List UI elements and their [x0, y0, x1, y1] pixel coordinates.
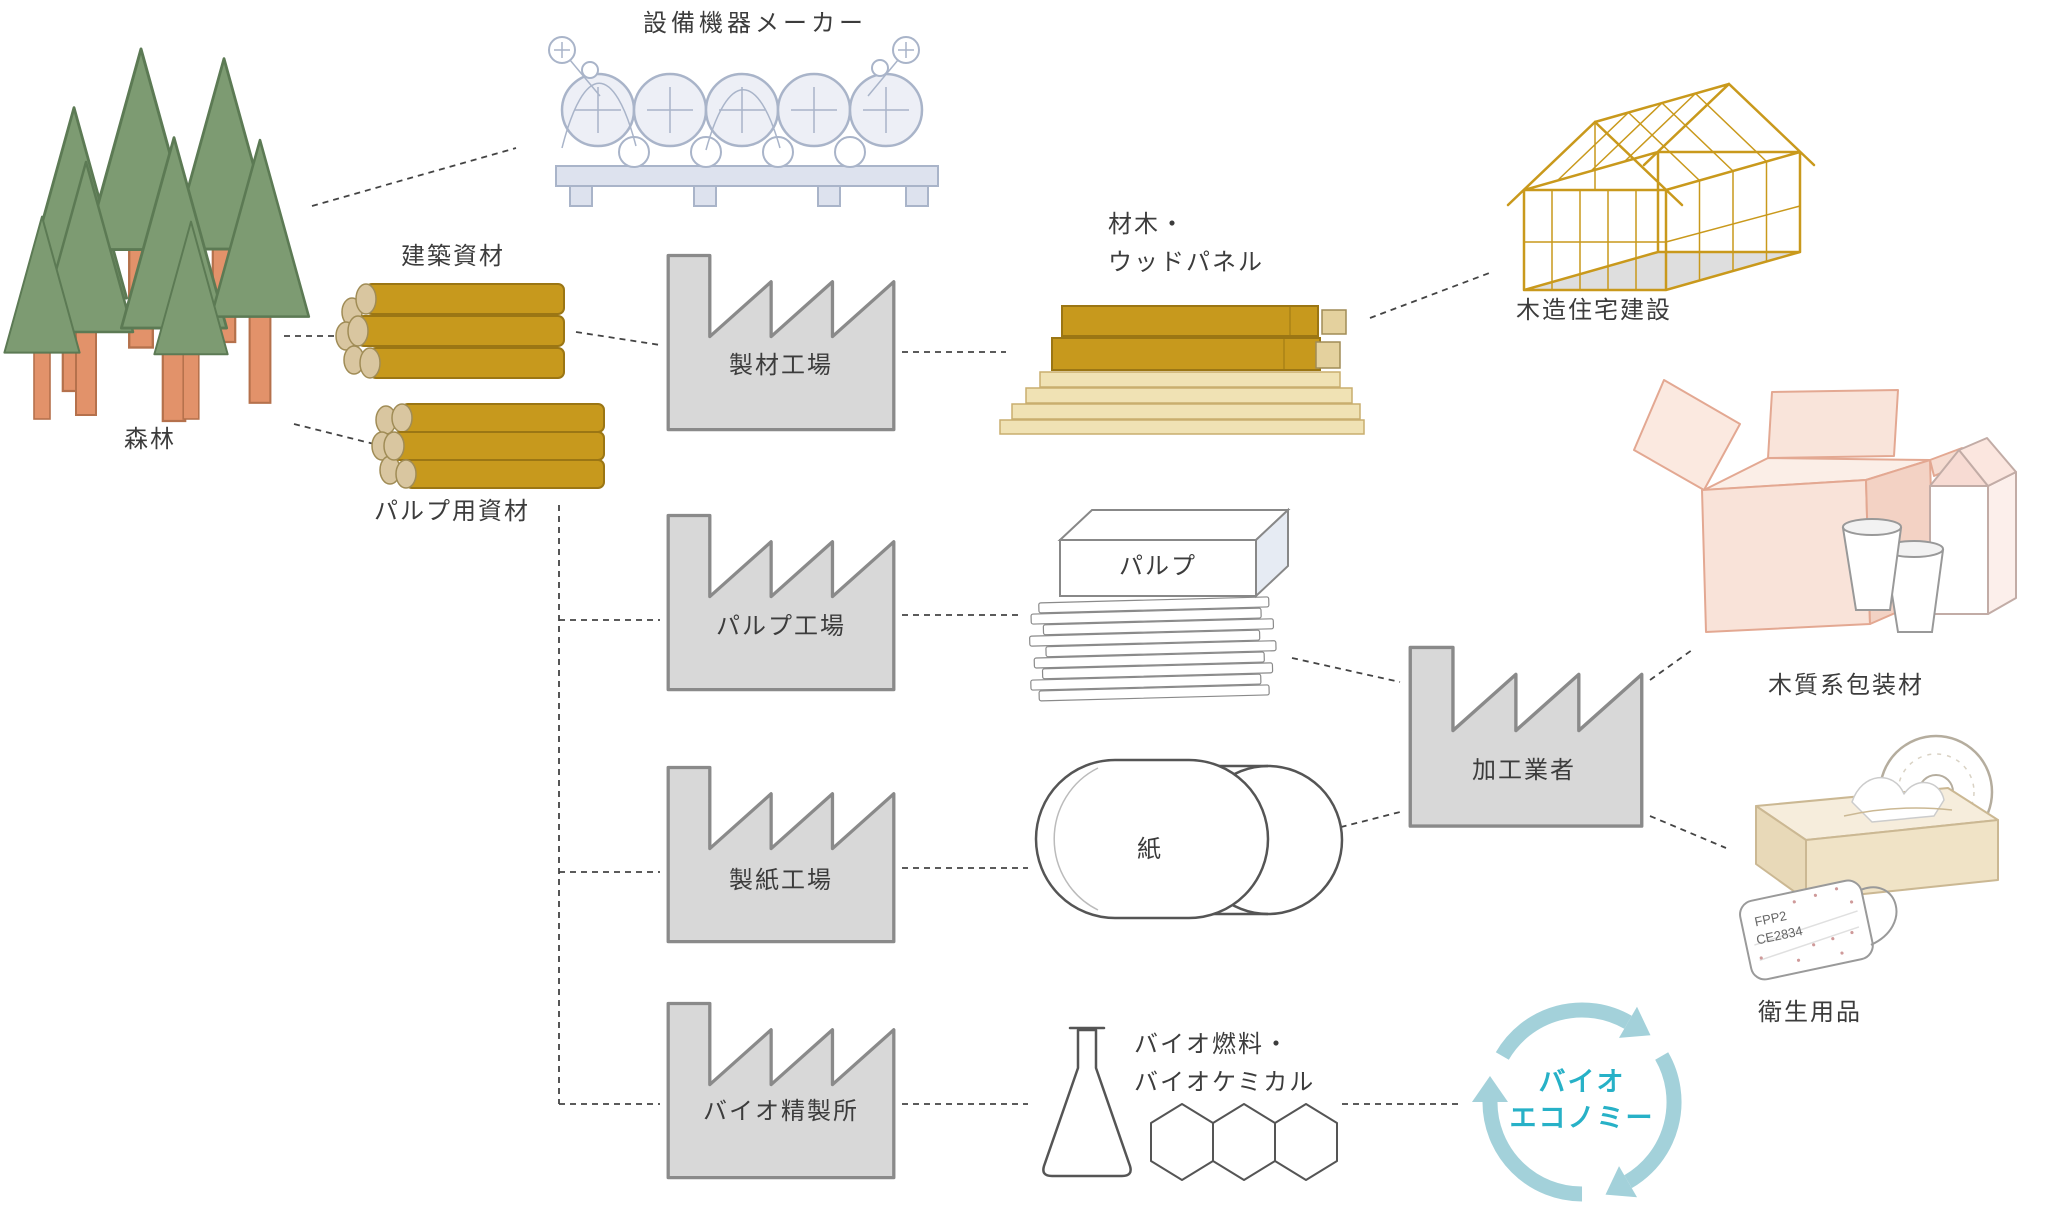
forest-label: 森林 [124, 426, 176, 453]
equipment-maker-label: 設備機器メーカー [643, 10, 867, 37]
bioeconomy-cycle-icon [1465, 1002, 1704, 1219]
paper-label: 紙 [1137, 836, 1163, 863]
bioeconomy-label: バイオ エコノミー [1510, 1064, 1655, 1136]
lumber-stack-icon [999, 305, 1365, 435]
machinery-icon [548, 36, 939, 207]
connector-line [1649, 649, 1693, 681]
sawmill-factory-icon [666, 253, 896, 432]
wooden-house-label: 木造住宅建設 [1516, 297, 1672, 324]
lumber-label-line2: ウッドパネル [1108, 249, 1264, 276]
lumber-label-line1: 材木・ [1108, 211, 1186, 238]
flask-icon [1042, 1026, 1132, 1178]
sawmill-label: 製材工場 [729, 352, 833, 379]
construction-logs-icon [335, 283, 565, 379]
biofuel-label-line2: バイオケミカル [1134, 1069, 1316, 1096]
sanitary-label: 衛生用品 [1758, 999, 1862, 1026]
biorefinery-factory-icon [666, 1001, 896, 1180]
pulp-label: パルプ [1119, 553, 1197, 580]
processor-label: 加工業者 [1472, 757, 1576, 784]
connector-line [311, 147, 517, 207]
connector-line [1369, 271, 1493, 319]
pulp-mill-label: パルプ工場 [716, 613, 846, 640]
pulp-mill-factory-icon [666, 513, 896, 692]
bioeconomy-label-line2: エコノミー [1509, 1103, 1655, 1133]
biofuel-label: バイオ燃料・ バイオケミカル [1134, 1026, 1315, 1102]
bioeconomy-label-line1: バイオ [1538, 1067, 1626, 1097]
tissue-box-icon [1755, 777, 1999, 901]
pulp-stack-icon [1029, 507, 1291, 702]
paper-mill-label: 製紙工場 [729, 867, 833, 894]
construction-materials-label: 建築資材 [401, 243, 505, 270]
connector-line [575, 331, 661, 346]
biofuel-label-line1: バイオ燃料・ [1134, 1031, 1290, 1058]
forest-icon [3, 47, 311, 423]
sanitary-icon: FPP2 CE2834 [1739, 734, 1999, 981]
connector-line [293, 423, 383, 447]
wood-packaging-label: 木質系包装材 [1768, 672, 1924, 699]
pulp-logs-icon [371, 403, 605, 489]
lumber-wood-panel-label: 材木・ ウッドパネル [1108, 206, 1264, 282]
biorefinery-label: バイオ精製所 [703, 1098, 859, 1125]
house-frame-icon [1506, 82, 1816, 292]
packaging-icon [1633, 379, 2017, 633]
mask-text-line1: FPP2 [1753, 908, 1788, 929]
pulp-materials-label: パルプ用資材 [374, 498, 530, 525]
paper-cup-icon [1841, 518, 1945, 633]
paper-mill-factory-icon [666, 765, 896, 944]
molecule-hexagons-icon [1150, 1103, 1338, 1181]
connector-line [1291, 657, 1401, 683]
face-mask-icon: FPP2 CE2834 [1739, 879, 1898, 981]
connector-lines [284, 147, 1727, 1105]
paper-rolls-icon [1034, 758, 1344, 920]
connector-line [1649, 815, 1727, 849]
processor-factory-icon [1408, 645, 1644, 828]
